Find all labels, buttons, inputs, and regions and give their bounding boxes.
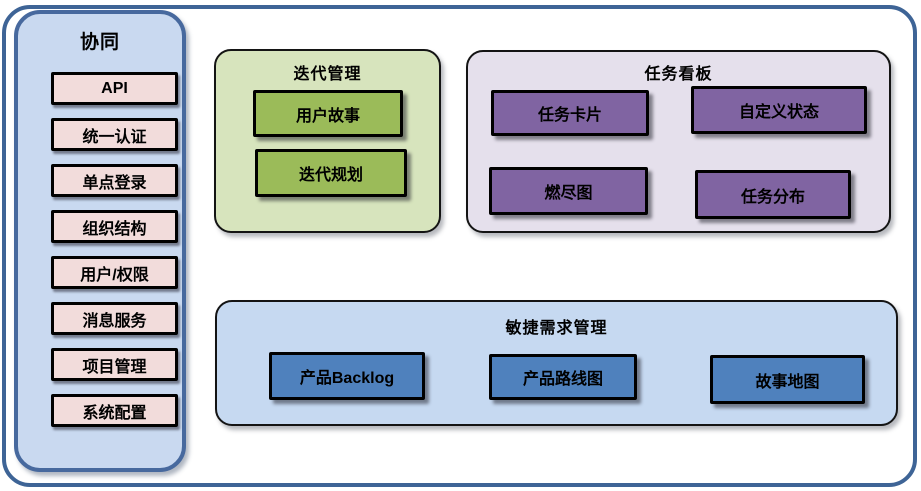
task-board-group: 任务看板 任务卡片 自定义状态 燃尽图 任务分布 — [466, 50, 891, 233]
node-iteration-planning: 迭代规划 — [255, 149, 407, 197]
collaboration-panel: 协同 API 统一认证 单点登录 组织结构 用户/权限 消息服务 项目管理 系统… — [14, 10, 186, 472]
node-product-roadmap: 产品路线图 — [489, 354, 637, 400]
node-message-service: 消息服务 — [51, 302, 178, 335]
collaboration-node-list: API 统一认证 单点登录 组织结构 用户/权限 消息服务 项目管理 系统配置 — [51, 72, 178, 427]
node-system-config: 系统配置 — [51, 394, 178, 427]
task-board-title: 任务看板 — [644, 66, 713, 83]
iteration-management-title: 迭代管理 — [293, 66, 362, 83]
node-user-story: 用户故事 — [253, 90, 403, 137]
node-org-structure: 组织结构 — [51, 210, 178, 243]
node-sso: 单点登录 — [51, 164, 178, 197]
node-task-distribution: 任务分布 — [695, 170, 851, 219]
iteration-management-group: 迭代管理 用户故事 迭代规划 — [214, 49, 441, 233]
node-custom-status: 自定义状态 — [691, 86, 867, 134]
agile-requirement-group: 敏捷需求管理 产品Backlog 产品路线图 故事地图 — [215, 300, 898, 426]
node-burndown-chart: 燃尽图 — [489, 167, 648, 215]
node-product-backlog: 产品Backlog — [269, 352, 425, 400]
collaboration-panel-title: 协同 — [79, 32, 120, 53]
node-task-card: 任务卡片 — [491, 90, 649, 136]
node-user-permission: 用户/权限 — [51, 256, 178, 289]
agile-requirement-title: 敏捷需求管理 — [505, 320, 608, 337]
node-project-mgmt: 项目管理 — [51, 348, 178, 381]
node-story-map: 故事地图 — [710, 355, 865, 404]
node-api: API — [51, 72, 178, 105]
node-unified-auth: 统一认证 — [51, 118, 178, 151]
